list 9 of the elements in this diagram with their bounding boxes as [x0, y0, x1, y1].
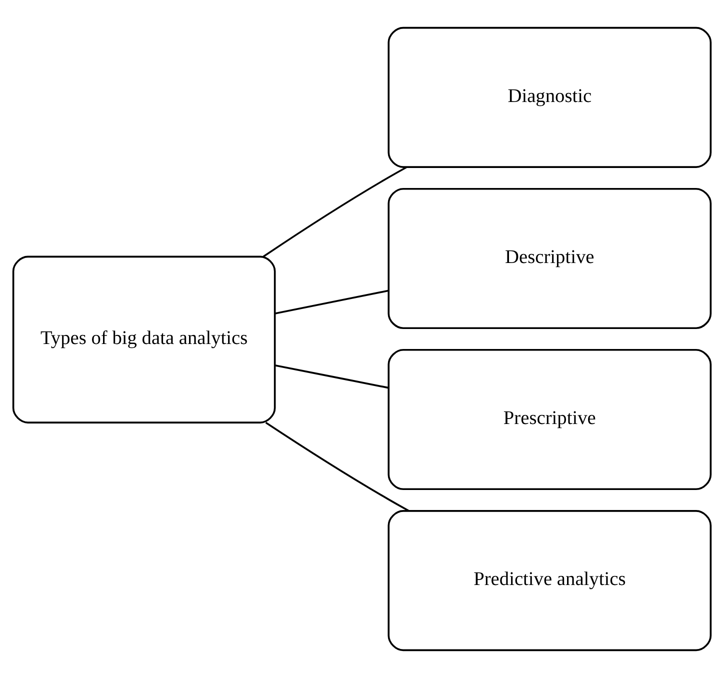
connector — [274, 289, 389, 314]
connector — [265, 421, 410, 512]
connector — [262, 166, 408, 257]
node-box: Predictive analytics — [388, 510, 712, 651]
connector — [274, 364, 389, 388]
node-box: Descriptive — [388, 187, 712, 329]
node-box: Types of big data analytics — [12, 255, 276, 423]
node-box: Diagnostic — [388, 26, 712, 168]
node-box: Prescriptive — [388, 348, 712, 490]
